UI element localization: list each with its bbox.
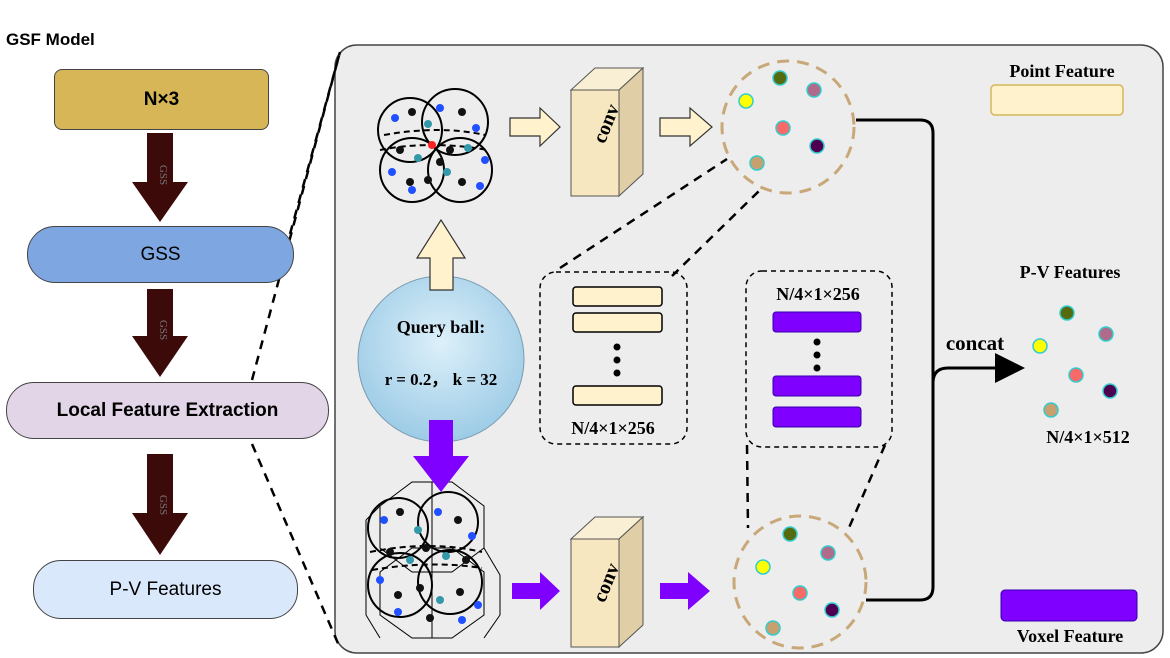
point-feature-circle	[720, 59, 856, 195]
arrow-to-conv-top	[509, 106, 561, 148]
legend-voxel-label: Voxel Feature	[1017, 626, 1123, 646]
flow-arrow-2: GSS	[132, 289, 188, 377]
flow-arrow-1: GSS	[132, 133, 188, 222]
legend-voxel-swatch	[1000, 589, 1138, 622]
conv-block-bottom: conv	[569, 515, 645, 649]
query-ball: Query ball: r = 0.2， k = 32	[357, 275, 525, 443]
zoom-line-top	[250, 51, 342, 381]
flow-arrow-1-label: GSS	[157, 165, 169, 185]
gss-box: GSS	[27, 226, 294, 283]
flow-arrow-3: GSS	[132, 454, 188, 555]
concat-label: concat	[946, 331, 1004, 355]
concat-path-bottom	[866, 383, 935, 602]
output-points	[1032, 305, 1118, 418]
query-ball-params: r = 0.2， k = 32	[385, 370, 498, 389]
input-box: N×3	[54, 69, 269, 130]
detail-panel	[334, 44, 1164, 654]
voxel-balls-bottom	[367, 491, 483, 618]
flow-arrow-3-label: GSS	[157, 495, 169, 515]
pv-features-box: P-V Features	[33, 560, 298, 619]
output-title: P-V Features	[1020, 262, 1121, 282]
arrow-to-conv-bottom	[512, 572, 560, 610]
legend-point-label: Point Feature	[1009, 61, 1114, 81]
query-up-arrow	[415, 218, 467, 291]
query-down-arrow	[413, 420, 469, 492]
expand-line-2	[671, 189, 761, 277]
point-dots-top	[388, 104, 489, 194]
flow-arrow-2-label: GSS	[157, 320, 169, 340]
point-feature-bars: N/4×1×256	[539, 271, 688, 445]
arrow-from-conv-top	[659, 106, 713, 148]
query-ball-title: Query ball:	[397, 317, 486, 337]
pv-label: P-V Features	[109, 578, 222, 600]
voxel-dots-bottom	[376, 508, 482, 624]
diagram-title: GSF Model	[6, 30, 95, 49]
legend-voxel: Voxel Feature	[1000, 589, 1138, 646]
input-label: N×3	[143, 88, 180, 110]
voxel-feature-bars: N/4×1×256	[745, 270, 893, 448]
expand-line-1	[559, 157, 728, 270]
zoom-line-bottom	[250, 443, 342, 649]
arrow-from-conv-bottom	[660, 572, 710, 610]
lfe-label: Local Feature Extraction	[56, 399, 279, 421]
gss-label: GSS	[140, 243, 181, 265]
local-feature-extraction-box: Local Feature Extraction	[6, 382, 329, 439]
expand-line-3	[745, 444, 750, 529]
legend-point-swatch	[990, 84, 1124, 116]
voxel-feature-circle	[732, 514, 868, 650]
concat-path-top	[856, 118, 1025, 384]
point-feature-dims: N/4×1×256	[571, 418, 655, 438]
conv-block-top: conv	[569, 66, 645, 198]
voxel-feature-dims: N/4×1×256	[776, 284, 860, 304]
legend-point: Point Feature	[990, 61, 1124, 116]
output-dims: N/4×1×512	[1046, 427, 1130, 447]
